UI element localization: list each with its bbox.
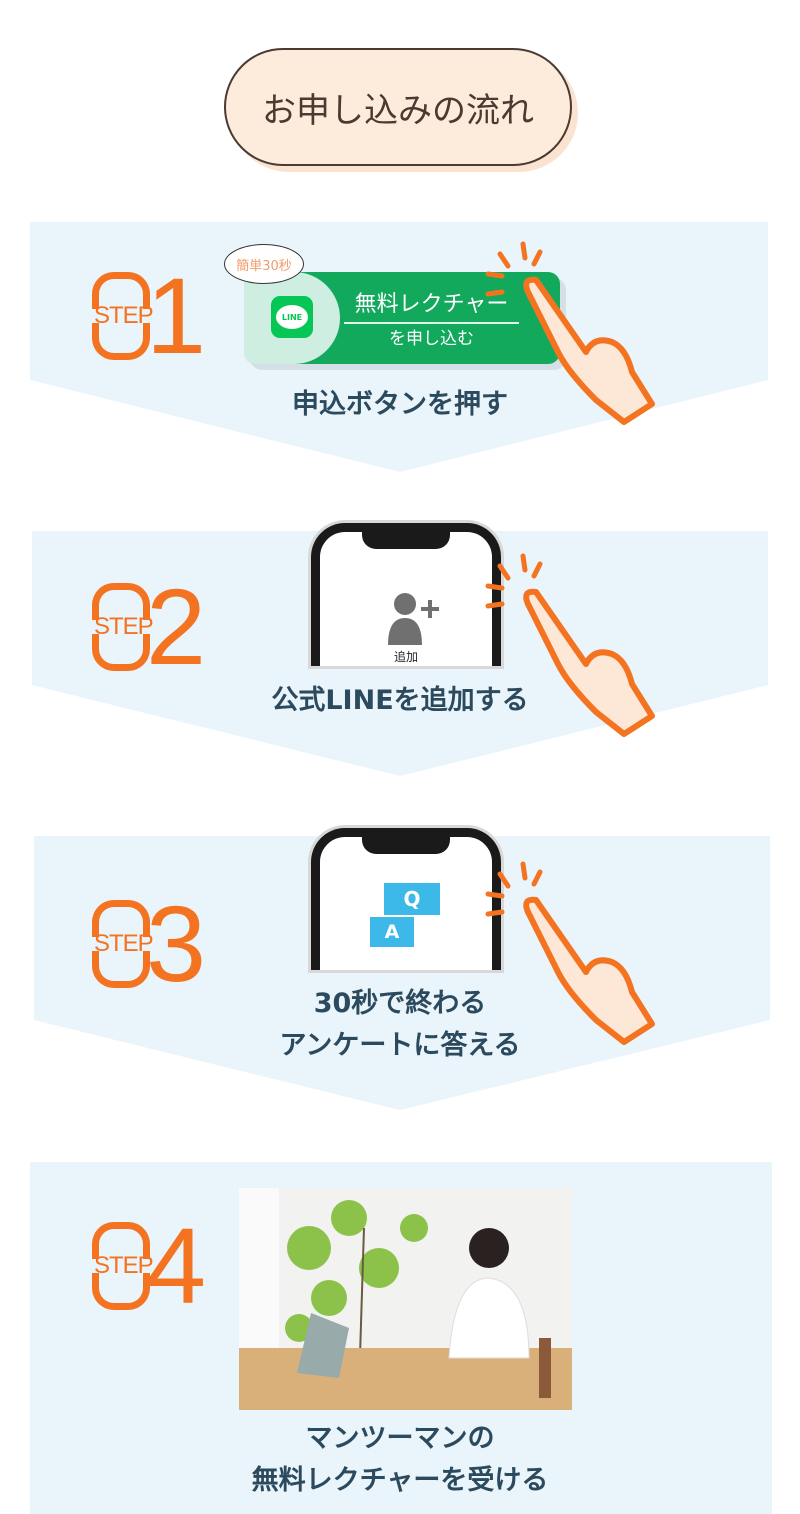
step4-caption: マンツーマンの無料レクチャーを受ける	[251, 1423, 549, 1496]
phone-mockup: 追加	[311, 523, 501, 666]
add-label: 追加	[393, 650, 418, 664]
step4-number: STEP 4	[92, 1205, 207, 1326]
step3-caption: 30秒で終わるアンケートに答える	[279, 988, 521, 1061]
step2-number: STEP 2	[92, 566, 207, 687]
phone-mockup: Q A	[311, 828, 501, 970]
step1-number: STEP 1	[92, 262, 206, 370]
answer-bubble-icon: A	[370, 917, 414, 947]
lecture-photo	[239, 1188, 572, 1410]
add-friend-icon	[388, 593, 439, 645]
line-logo-icon: LINE	[271, 296, 313, 338]
step3-number: STEP 3	[92, 883, 207, 1004]
line-apply-button[interactable]: LINE 無料レクチャー を申し込む	[244, 272, 560, 364]
speech-bubble: 簡単30秒	[224, 244, 304, 284]
button-line1: 無料レクチャー	[344, 286, 519, 324]
step1-caption: 申込ボタンを押す	[292, 389, 508, 420]
step2-caption: 公式LINEを追加する	[271, 685, 529, 716]
button-line2: を申し込む	[389, 329, 474, 349]
step-num: 1	[146, 255, 207, 376]
page-title: お申し込みの流れ	[224, 48, 572, 166]
step-label: STEP	[94, 302, 154, 329]
question-bubble-icon: Q	[384, 883, 440, 915]
